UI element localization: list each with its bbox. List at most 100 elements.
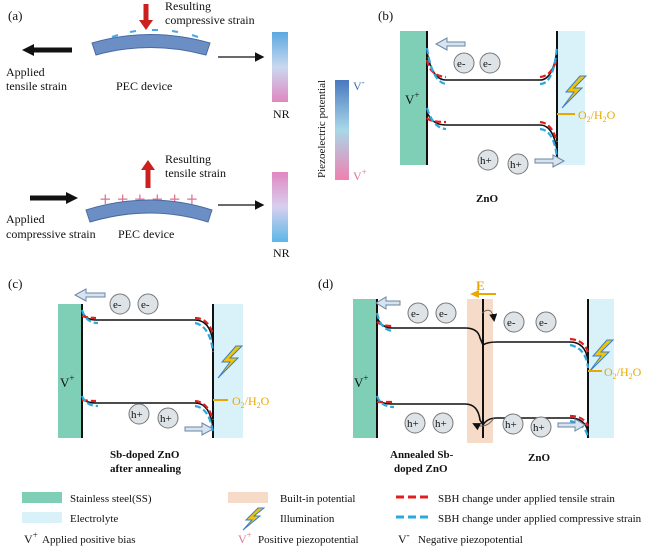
red-dash-vb-b	[426, 117, 559, 143]
field-arrow-head	[470, 290, 479, 298]
panel-d: (d) E e- e- e- e- h+ h+ h+ h+	[318, 276, 642, 475]
panel-a-top: Resulting compressive strain Applied ten…	[6, 0, 290, 121]
legend-builtin-label: Built-in potential	[280, 493, 355, 505]
o2-h2o-label-b: O2/H2O	[578, 108, 616, 124]
material-label-d-left-1: Annealed Sb-	[390, 449, 454, 461]
electron-d-2-label: e-	[439, 308, 448, 320]
legend-electrolyte-label: Electrolyte	[70, 513, 118, 525]
bias-label-d: V+	[354, 373, 368, 390]
panel-d-label: (d)	[318, 276, 333, 291]
legend-blue-label: SBH change under applied compressive str…	[438, 513, 642, 525]
legend-illumination-label: Illumination	[280, 513, 335, 525]
panel-a: (a) Resulting compressive strain Applied…	[6, 0, 367, 260]
applied-label-bottom-1: Applied	[6, 212, 45, 226]
red-dash-cb-d	[376, 321, 590, 353]
hole-d-2-label: h+	[435, 418, 447, 430]
electron-d-1-label: e-	[411, 308, 420, 320]
material-label-b: ZnO	[476, 193, 498, 205]
legend-electrolyte-swatch	[22, 512, 62, 523]
blue-dash-cb-b	[425, 45, 559, 86]
hole-d-1	[404, 412, 426, 434]
hole-arrow-c	[184, 422, 215, 436]
piezo-scale: Piezoelectric potential V- V+	[316, 77, 367, 183]
hole-transfer-arrow-d	[472, 417, 495, 431]
v-minus-label: V-	[353, 77, 365, 93]
hole-b-2	[507, 153, 529, 175]
hole-b-1	[477, 149, 499, 171]
electron-c-1	[109, 293, 131, 315]
legend-pos-symbol: V+	[238, 530, 252, 546]
material-label-d-left-2: doped ZnO	[394, 463, 448, 475]
material-label-c-2: after annealing	[110, 463, 181, 475]
pec-device-label-top: PEC device	[116, 79, 172, 93]
electron-b-1-label: e-	[457, 58, 466, 70]
ss-electrode-d	[353, 299, 377, 438]
panel-b: (b) e- e- h+ h+ O2/H2O V+ ZnO	[378, 8, 616, 205]
panel-a-bottom: Resulting tensile strain + + + + + + App…	[6, 152, 290, 260]
hole-c-1-label: h+	[131, 409, 143, 421]
material-label-c-1: Sb-doped ZnO	[110, 449, 180, 461]
compressive-arrow-head	[139, 20, 153, 30]
electron-c-2-label: e-	[141, 299, 150, 311]
red-dash-cb-b	[425, 57, 559, 79]
bias-label-b: V+	[405, 90, 419, 107]
valence-band-b	[426, 111, 558, 151]
hole-arrow-d	[557, 418, 586, 432]
blue-dash-cb-c	[80, 309, 215, 353]
electron-arrow-d	[375, 296, 401, 310]
red-dash-vb-d	[377, 400, 590, 427]
negative-charges-top	[111, 29, 199, 38]
nr-label-top: NR	[273, 107, 290, 121]
electron-d-4	[535, 311, 557, 333]
lightning-icon	[588, 339, 615, 373]
field-label: E	[476, 278, 485, 293]
legend-neg-label: Negative piezopotential	[418, 534, 523, 546]
resulting-label-bottom-1: Resulting	[165, 152, 211, 166]
hole-arrow-b	[534, 154, 566, 168]
electron-b-2	[479, 52, 501, 74]
ss-electrode-b	[400, 31, 427, 165]
hole-b-1-label: h+	[480, 155, 492, 167]
electron-b-1	[453, 52, 475, 74]
pec-device-label-bottom: PEC device	[118, 227, 174, 241]
lightning-icon	[242, 507, 266, 531]
conduction-band-d	[376, 316, 589, 361]
hole-c-2-label: h+	[160, 413, 172, 425]
panel-c: (c) e- e- h+ h+ O2/H2O V+ Sb-doped ZnO a…	[8, 276, 270, 475]
o2-h2o-label-d: O2/H2O	[604, 365, 642, 381]
valence-band-d	[376, 398, 589, 433]
legend: Stainless steel(SS) Built-in potential S…	[22, 492, 642, 546]
electron-c-1-label: e-	[113, 299, 122, 311]
resulting-label-top-2: compressive strain	[165, 13, 255, 27]
legend-ss-label: Stainless steel(SS)	[70, 493, 152, 505]
piezo-gradient-bar	[335, 80, 349, 180]
tensile-result-arrow-head	[141, 160, 155, 170]
electron-d-4-label: e-	[539, 317, 548, 329]
lightning-icon	[217, 345, 244, 379]
pec-device-bent-top	[91, 34, 211, 56]
piezo-axis-label: Piezoelectric potential	[316, 80, 328, 178]
nr-label-bottom: NR	[273, 246, 290, 260]
panel-c-label: (c)	[8, 276, 22, 291]
electron-b-2-label: e-	[483, 58, 492, 70]
electron-arrow-b	[434, 37, 466, 51]
lightning-icon	[561, 75, 588, 109]
electron-transfer-arrow-d	[481, 309, 498, 322]
ss-electrode-c	[58, 304, 82, 438]
legend-pos-label: Positive piezopotential	[258, 534, 359, 546]
hole-d-3	[502, 413, 524, 435]
blue-dash-vb-b	[425, 107, 559, 159]
hole-d-4	[530, 416, 552, 438]
applied-label-top-2: tensile strain	[6, 79, 67, 93]
legend-builtin-swatch	[228, 492, 268, 503]
red-dash-cb-c	[81, 314, 215, 335]
electrolyte-c	[213, 304, 243, 438]
electron-d-3-label: e-	[507, 317, 516, 329]
legend-red-label: SBH change under applied tensile strain	[438, 493, 615, 505]
hole-d-1-label: h+	[407, 418, 419, 430]
legend-bias-symbol: V+	[24, 530, 38, 546]
panel-b-label: (b)	[378, 8, 393, 23]
v-plus-label: V+	[353, 167, 367, 183]
electron-d-3	[503, 311, 525, 333]
tensile-arrow-head	[22, 44, 34, 56]
